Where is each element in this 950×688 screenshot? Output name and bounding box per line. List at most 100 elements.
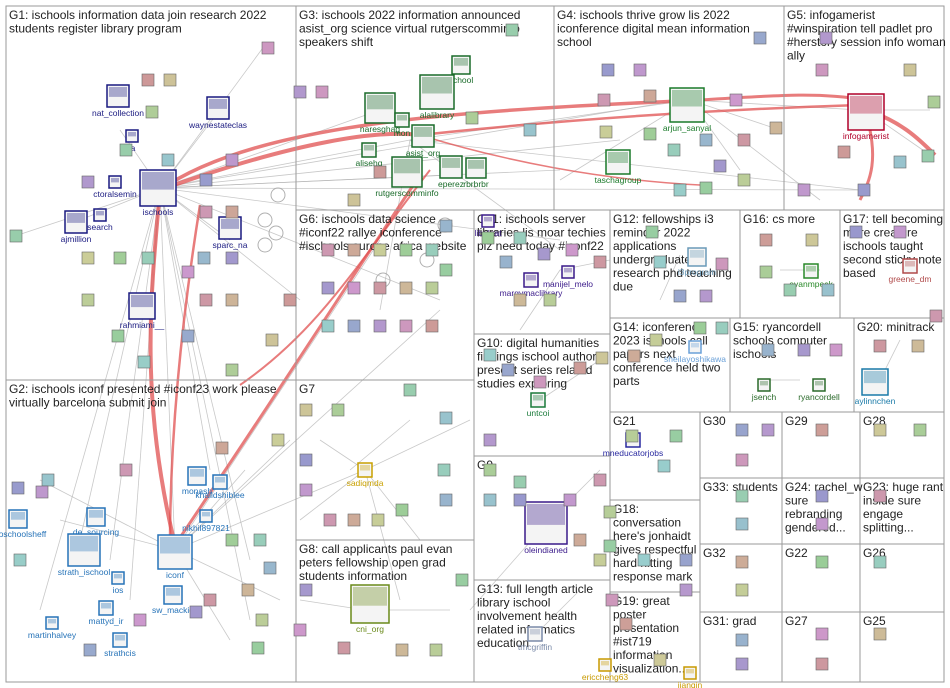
node-avatar[interactable] (189, 605, 203, 619)
node-avatar[interactable] (225, 205, 239, 219)
node-avatar[interactable] (271, 433, 285, 447)
node-sw-mackie[interactable]: sw_mackie (152, 585, 194, 615)
node-sheilayoshikawa[interactable]: sheilayoshikawa (664, 340, 726, 364)
node-avatar[interactable] (513, 493, 527, 507)
node-avatar[interactable] (693, 321, 707, 335)
node-avatar[interactable] (783, 283, 797, 297)
node-avatar[interactable] (857, 183, 871, 197)
node-avatar[interactable] (373, 243, 387, 257)
node-avatar[interactable] (483, 493, 497, 507)
node-avatar[interactable] (373, 281, 387, 295)
node-avatar[interactable] (439, 411, 453, 425)
node-avatar[interactable] (593, 473, 607, 487)
node-avatar[interactable] (597, 93, 611, 107)
node-avatar[interactable] (225, 153, 239, 167)
node-ajmillion[interactable]: ajmillion (61, 210, 92, 244)
node-avatar[interactable] (481, 231, 495, 245)
node-avatar[interactable] (225, 251, 239, 265)
node-avatar[interactable] (299, 483, 313, 497)
node-nat-collection[interactable]: nat_collection (92, 84, 144, 118)
node-avatar[interactable] (893, 225, 907, 239)
node-sadiqmda[interactable]: sadiqmda (347, 462, 384, 488)
node-avatar[interactable] (815, 517, 829, 531)
node-avatar[interactable] (873, 339, 887, 353)
node-avatar[interactable] (645, 225, 659, 239)
node-asist-org[interactable]: asist_org (406, 124, 441, 158)
node-rahmiami-[interactable]: rahmiami__ (120, 292, 165, 330)
node-jianqin[interactable]: jianqin (677, 666, 703, 688)
node-avatar[interactable] (849, 225, 863, 239)
node-avatar[interactable] (537, 247, 551, 261)
node-avatar[interactable] (315, 85, 329, 99)
node-avatar[interactable] (873, 627, 887, 641)
node-avatar[interactable] (573, 533, 587, 547)
node-avatar[interactable] (673, 289, 687, 303)
node-avatar[interactable] (873, 555, 887, 569)
node-avatar[interactable] (699, 133, 713, 147)
node-avatar[interactable] (141, 73, 155, 87)
node-avatar[interactable] (439, 493, 453, 507)
node-avatar[interactable] (113, 251, 127, 265)
node-avatar[interactable] (735, 423, 749, 437)
node-avatar[interactable] (533, 375, 547, 389)
node-avatar[interactable] (643, 127, 657, 141)
node-ios[interactable]: ios (111, 571, 125, 595)
node-avatar[interactable] (679, 553, 693, 567)
node-avatar[interactable] (815, 489, 829, 503)
node-avatar[interactable] (373, 319, 387, 333)
node-avatar[interactable] (921, 149, 935, 163)
node-avatar[interactable] (483, 433, 497, 447)
node-avatar[interactable] (399, 281, 413, 295)
node-avatar[interactable] (395, 503, 409, 517)
node-avatar[interactable] (347, 513, 361, 527)
node-avatar[interactable] (111, 329, 125, 343)
node-avatar[interactable] (425, 243, 439, 257)
node-avatar[interactable] (399, 319, 413, 333)
node-avatar[interactable] (637, 553, 651, 567)
node-avatar[interactable] (601, 63, 615, 77)
node-avatar[interactable] (669, 429, 683, 443)
node-avatar[interactable] (735, 555, 749, 569)
node-avatar[interactable] (425, 281, 439, 295)
node-de-sourcing[interactable]: de_sourcing (73, 507, 120, 537)
node-oleindianed[interactable]: oleindianed (524, 501, 568, 555)
node-avatar[interactable] (203, 593, 217, 607)
node-avatar[interactable] (595, 351, 609, 365)
node-avatar[interactable] (331, 403, 345, 417)
node-infogamerist[interactable]: infogamerist (843, 93, 890, 141)
node-avatar[interactable] (225, 533, 239, 547)
node-avatar[interactable] (829, 343, 843, 357)
node-avatar[interactable] (873, 489, 887, 503)
node-avatar[interactable] (729, 93, 743, 107)
node-tmcgriffin[interactable]: tmcgriffin (518, 626, 553, 652)
node-avatar[interactable] (699, 181, 713, 195)
node-greene-dm[interactable]: greene_dm (888, 258, 932, 284)
node-avatar[interactable] (667, 143, 681, 157)
node-avatar[interactable] (133, 613, 147, 627)
node-avatar[interactable] (927, 95, 941, 109)
node-avatar[interactable] (81, 251, 95, 265)
node-avatar[interactable] (563, 493, 577, 507)
node-ctoralsemin[interactable]: ctoralsemin (93, 175, 137, 199)
node-avatar[interactable] (403, 383, 417, 397)
node-avatar[interactable] (797, 343, 811, 357)
node-avatar[interactable] (83, 643, 97, 657)
node-avatar[interactable] (753, 31, 767, 45)
node-avatar[interactable] (735, 657, 749, 671)
node-margymaclibrary[interactable]: margymaclibrary (500, 272, 564, 298)
node-avatar[interactable] (81, 293, 95, 307)
node-avatar[interactable] (181, 265, 195, 279)
node-avatar[interactable] (323, 513, 337, 527)
node-avatar[interactable] (81, 175, 95, 189)
node-avatar[interactable] (429, 643, 443, 657)
node-avatar[interactable] (225, 363, 239, 377)
node-alalibrary[interactable]: alalibrary (419, 74, 455, 120)
node-naresghag[interactable]: naresghag (360, 92, 400, 134)
node-manijel-melo[interactable]: manijel_melo (543, 265, 593, 289)
node-avatar[interactable] (337, 641, 351, 655)
node-avatar[interactable] (347, 193, 361, 207)
node-infoschoolsheff[interactable]: infoschoolsheff (0, 509, 47, 539)
node-avatar[interactable] (815, 657, 829, 671)
node-avatar[interactable] (465, 111, 479, 125)
node-avatar[interactable] (347, 319, 361, 333)
